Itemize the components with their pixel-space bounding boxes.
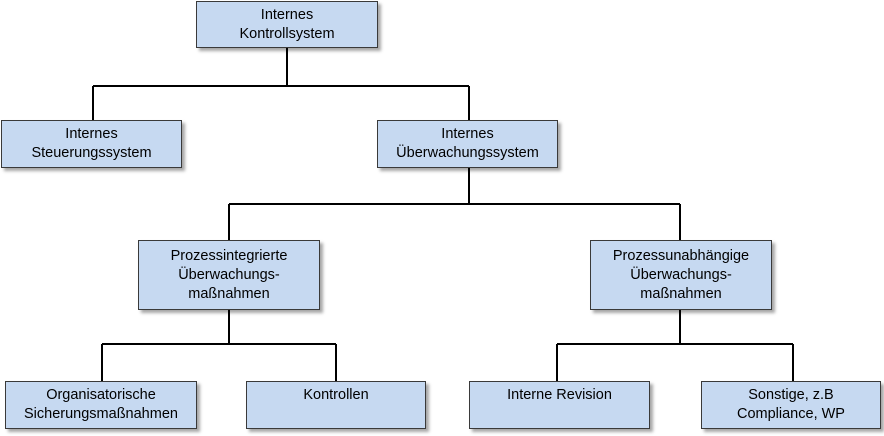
node-internes-kontrollsystem: Internes Kontrollsystem — [196, 1, 378, 48]
node-label: Sonstige, z.B Compliance, WP — [737, 387, 845, 422]
node-label: Prozessunabhängige Überwachungs- maßnahm… — [612, 247, 750, 302]
node-label: Kontrollen — [303, 386, 369, 403]
node-sonstige-compliance-wp: Sonstige, z.B Compliance, WP — [701, 381, 881, 429]
node-label: Prozessintegrierte Überwachungs- maßnahm… — [170, 247, 288, 302]
node-internes-steuerungssystem: Internes Steuerungssystem — [1, 120, 182, 168]
node-label: Interne Revision — [507, 386, 612, 403]
node-label: Internes Steuerungssystem — [31, 126, 152, 161]
node-kontrollen: Kontrollen — [246, 381, 426, 429]
node-prozessintegrierte-ueberwachungsmassnahmen: Prozessintegrierte Überwachungs- maßnahm… — [138, 240, 320, 310]
node-prozessunabhaengige-ueberwachungsmassnahmen: Prozessunabhängige Überwachungs- maßnahm… — [590, 240, 772, 310]
node-organisatorische-sicherungsmassnahmen: Organisatorische Sicherungsmaßnahmen — [5, 381, 197, 429]
node-interne-revision: Interne Revision — [469, 381, 650, 429]
node-internes-ueberwachungssystem: Internes Überwachungssystem — [377, 120, 558, 168]
node-label: Internes Kontrollsystem — [239, 6, 335, 42]
node-label: Organisatorische Sicherungsmaßnahmen — [24, 387, 178, 422]
node-label: Internes Überwachungssystem — [396, 126, 539, 161]
